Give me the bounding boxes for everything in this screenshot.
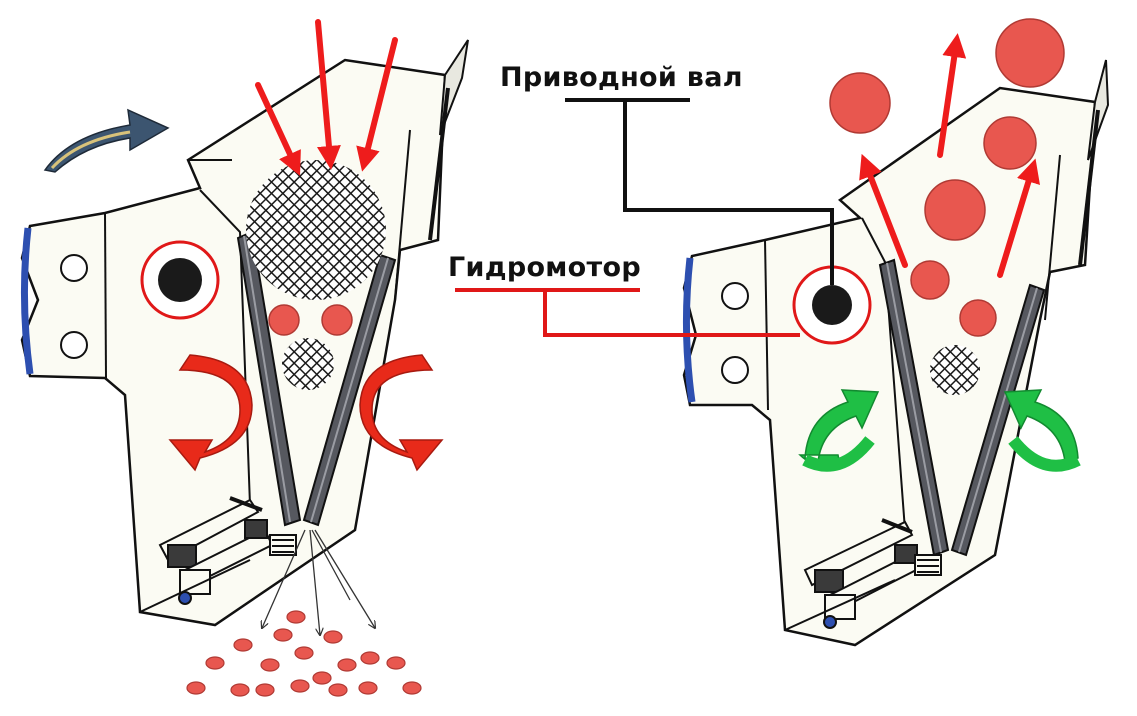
drive-shaft-leader	[565, 98, 834, 285]
left-shaft-icon	[158, 258, 202, 302]
right-small-rock	[930, 345, 980, 395]
left-rotation-arrow-right	[359, 354, 444, 472]
hydromotor-label: Гидромотор	[448, 252, 641, 283]
right-mount-hole-top	[721, 282, 749, 310]
left-rotation-arrow-top	[43, 108, 170, 173]
drive-shaft-label: Приводной вал	[500, 62, 743, 93]
left-mount-hole-bottom	[60, 331, 88, 359]
left-particle-1	[268, 304, 300, 336]
left-input-arrows	[255, 19, 398, 176]
hydromotor-leader	[455, 288, 800, 337]
left-particle-2	[321, 304, 353, 336]
left-small-rock	[282, 338, 334, 390]
right-output-arrows	[859, 33, 1040, 278]
right-ejected-particles	[829, 18, 1065, 337]
left-output-particles	[186, 610, 422, 697]
left-mount-hole-top	[60, 254, 88, 282]
left-hydraulic-assembly	[139, 496, 297, 613]
right-crusher-bucket	[682, 18, 1110, 647]
left-output-arrows	[262, 529, 375, 635]
right-blue-accent	[682, 257, 696, 403]
left-rotation-arrow-left	[168, 354, 253, 472]
left-large-rock	[246, 160, 386, 300]
right-bucket-body	[682, 86, 1097, 647]
right-shaft-icon	[812, 285, 852, 325]
right-mount-hole-bottom	[721, 356, 749, 384]
right-hydraulic-assembly	[784, 518, 942, 631]
left-crusher-bucket	[20, 19, 469, 697]
right-rotation-arrow-right	[1003, 389, 1079, 463]
left-blue-accent	[20, 227, 34, 375]
